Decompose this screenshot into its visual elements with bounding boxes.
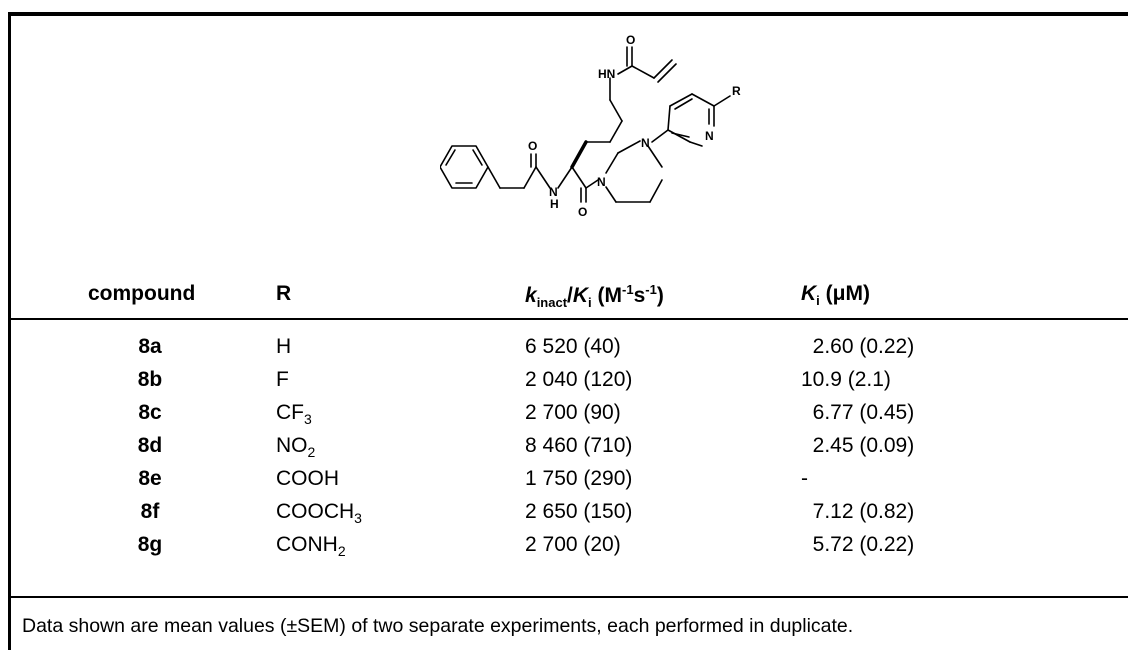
top-border <box>8 12 1128 16</box>
r-group: NO2 <box>276 434 316 461</box>
r-group: CONH2 <box>276 533 346 560</box>
kinact-value: 8 460 (710) <box>525 434 633 457</box>
r-group: F <box>276 368 289 391</box>
ki-value: 6.77 (0.45) <box>801 401 915 424</box>
ki-value: 7.12 (0.82) <box>801 500 915 523</box>
table-row: 8g CONH2 2 700 (20) 5.72 (0.22) <box>0 533 1128 566</box>
benzene-ring <box>440 145 489 189</box>
table-row: 8a H 6 520 (40) 2.60 (0.22) <box>0 335 1128 368</box>
table-row: 8c CF3 2 700 (90) 6.77 (0.45) <box>0 401 1128 434</box>
atom-o-left: O <box>528 139 537 153</box>
ki-value: 10.9 (2.1) <box>801 368 891 391</box>
table-row: 8d NO2 8 460 (710) 2.45 (0.09) <box>0 434 1128 467</box>
header-kinact-ki: kinact/Ki (M-1s-1) <box>525 282 664 311</box>
chemical-structure: O HN R N N N O N H O <box>440 33 741 219</box>
atom-h-amide: H <box>550 197 559 211</box>
kinact-value: 6 520 (40) <box>525 335 621 358</box>
header-compound: compound <box>88 282 196 305</box>
header-rule <box>8 318 1128 320</box>
compound-id: 8d <box>137 434 163 457</box>
ki-value: - <box>801 467 808 490</box>
atom-r: R <box>732 84 741 98</box>
ki-value: 5.72 (0.22) <box>801 533 915 556</box>
atom-hn: HN <box>598 67 615 81</box>
kinact-value: 2 040 (120) <box>525 368 633 391</box>
table-footnote: Data shown are mean values (±SEM) of two… <box>22 615 854 637</box>
r-group: H <box>276 335 292 358</box>
ki-value: 2.60 (0.22) <box>801 335 915 358</box>
kinact-value: 2 650 (150) <box>525 500 633 523</box>
compound-id: 8e <box>138 467 162 490</box>
r-group: COOH <box>276 467 339 490</box>
atom-n-amide: N <box>549 185 558 199</box>
table-row: 8e COOH 1 750 (290) - <box>0 467 1128 500</box>
compound-id: 8c <box>138 401 162 424</box>
atom-n-piperazine-bottom: N <box>597 175 606 189</box>
compound-id: 8g <box>137 533 163 556</box>
r-group: COOCH3 <box>276 500 362 527</box>
compound-id: 8b <box>137 368 163 391</box>
header-ki: Ki (μM) <box>801 282 870 309</box>
r-group: CF3 <box>276 401 312 428</box>
compound-id: 8a <box>138 335 162 358</box>
atom-o-top: O <box>626 33 635 47</box>
header-r: R <box>276 282 292 305</box>
atom-n-piperazine-top: N <box>641 136 650 150</box>
kinact-value: 1 750 (290) <box>525 467 633 490</box>
compound-id: 8f <box>140 500 160 523</box>
ki-value: 2.45 (0.09) <box>801 434 915 457</box>
atom-n-pyridine: N <box>705 129 714 143</box>
kinact-value: 2 700 (90) <box>525 401 621 424</box>
table-row: 8f COOCH3 2 650 (150) 7.12 (0.82) <box>0 500 1128 533</box>
table-row: 8b F 2 040 (120) 10.9 (2.1) <box>0 368 1128 401</box>
bottom-rule <box>8 596 1128 598</box>
atom-o-bottom: O <box>578 205 587 219</box>
kinact-value: 2 700 (20) <box>525 533 621 556</box>
left-border <box>8 12 11 650</box>
